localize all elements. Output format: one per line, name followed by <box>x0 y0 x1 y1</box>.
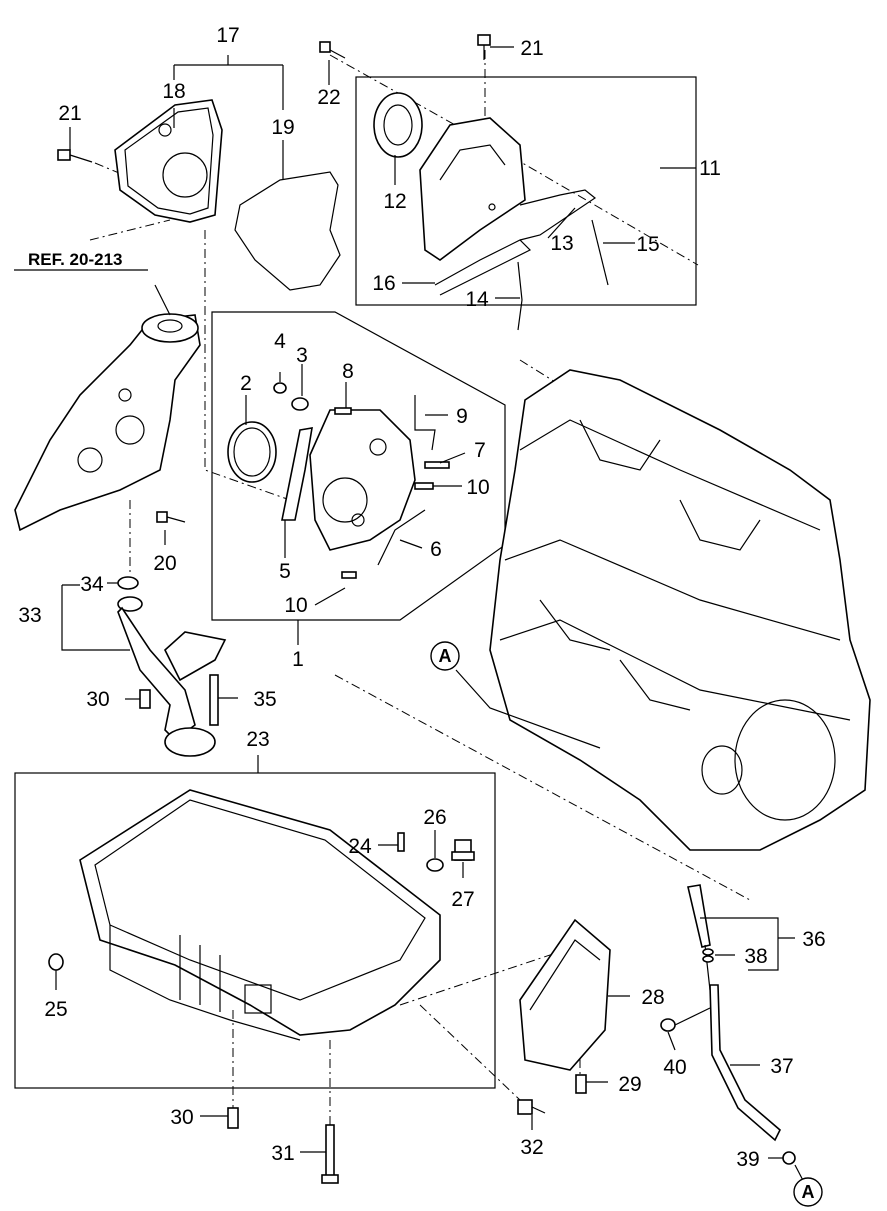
bolt-20 <box>156 511 186 523</box>
connector-a-lower: A <box>793 1177 823 1207</box>
strip-15 <box>591 219 609 286</box>
upper-cover-group-box <box>355 76 697 306</box>
timing-cover-main <box>309 409 416 551</box>
callout-29: 29 <box>618 1073 641 1096</box>
oil-strainer <box>117 596 227 757</box>
callout-7: 7 <box>474 439 486 462</box>
callout-3: 3 <box>296 344 308 367</box>
timing-cover-upper <box>114 99 223 223</box>
callout-12: 12 <box>383 190 406 213</box>
pin-8 <box>334 407 352 415</box>
callout-17: 17 <box>216 24 239 47</box>
callout-36: 36 <box>802 928 825 951</box>
bolt-32 <box>517 1099 546 1115</box>
callout-14: 14 <box>465 288 489 311</box>
oil-pump-housing <box>14 313 201 532</box>
callout-35: 35 <box>253 688 276 711</box>
callout-37: 37 <box>770 1055 793 1078</box>
connector-label: A <box>802 1182 815 1202</box>
callout-28: 28 <box>641 986 664 1009</box>
gasket-13 <box>519 189 597 241</box>
callout-25: 25 <box>44 998 67 1021</box>
callout-26: 26 <box>423 806 446 829</box>
washer-4 <box>273 382 287 394</box>
bolt-31 <box>321 1124 339 1184</box>
callout-10-lower: 10 <box>284 594 307 617</box>
callout-6: 6 <box>430 538 442 561</box>
plug-25 <box>48 953 64 971</box>
callout-31: 31 <box>271 1142 294 1165</box>
callout-18: 18 <box>162 80 185 103</box>
callout-1: 1 <box>292 648 304 671</box>
o-ring-34 <box>117 576 139 590</box>
drain-plug-27 <box>451 839 475 861</box>
callout-30-lower: 30 <box>170 1106 193 1129</box>
bolt-21-right <box>477 34 491 60</box>
callout-34: 34 <box>80 573 104 596</box>
pin-7 <box>424 461 450 469</box>
bracket-9 <box>414 395 436 451</box>
callout-4: 4 <box>274 330 286 353</box>
callout-20: 20 <box>153 552 176 575</box>
oil-pan <box>79 789 441 1041</box>
reference-label: REF. 20-213 <box>28 250 123 269</box>
bolt-40 <box>660 1007 711 1032</box>
bolt-30-bottom <box>227 1107 239 1129</box>
baffle-28 <box>519 918 611 1071</box>
upper-cover <box>419 117 526 261</box>
callout-11: 11 <box>699 157 721 180</box>
gasket-26 <box>426 858 444 872</box>
cover-gasket <box>234 171 341 291</box>
callout-9: 9 <box>456 405 468 428</box>
dowel-24 <box>397 832 405 852</box>
callout-16: 16 <box>372 272 395 295</box>
connector-label: A <box>439 646 452 666</box>
callout-19: 19 <box>271 116 294 139</box>
callout-10-upper: 10 <box>466 476 489 499</box>
callout-38: 38 <box>744 945 767 968</box>
dowel-10b <box>341 571 357 579</box>
bolt-29 <box>575 1074 587 1094</box>
callout-2: 2 <box>240 372 252 395</box>
bolt-21-left <box>57 149 93 163</box>
callout-40: 40 <box>663 1056 686 1079</box>
callout-15: 15 <box>636 233 659 256</box>
stud-35 <box>209 674 219 726</box>
cover-5 <box>281 427 313 521</box>
callout-39: 39 <box>736 1148 759 1171</box>
callout-21-left: 21 <box>58 102 81 125</box>
callout-8: 8 <box>342 360 354 383</box>
callout-5: 5 <box>279 560 291 583</box>
callout-27: 27 <box>451 888 474 911</box>
oil-pan-group-box <box>14 772 496 1089</box>
nut-3 <box>291 397 309 411</box>
seal-2 <box>227 421 277 483</box>
o-ring-38 <box>702 948 714 963</box>
callout-13: 13 <box>550 232 573 255</box>
callout-22: 22 <box>317 86 340 109</box>
dowel-10a <box>414 482 434 490</box>
engine-block <box>489 369 871 851</box>
callout-32: 32 <box>520 1136 543 1159</box>
connector-a-upper: A <box>430 641 460 671</box>
o-ring-39 <box>782 1151 796 1165</box>
callout-24: 24 <box>348 835 372 858</box>
bolt-30-top <box>139 689 151 709</box>
callout-33: 33 <box>18 604 41 627</box>
guide-6 <box>377 509 426 566</box>
seal-12 <box>373 92 423 158</box>
callout-23: 23 <box>246 728 269 751</box>
callout-21-right: 21 <box>520 37 543 60</box>
gasket-16 <box>434 239 532 296</box>
strip-14 <box>517 261 523 331</box>
dipstick-tube-37 <box>709 984 781 1142</box>
callout-30-upper: 30 <box>86 688 109 711</box>
bolt-22 <box>319 41 346 59</box>
dipstick-36 <box>687 884 711 991</box>
